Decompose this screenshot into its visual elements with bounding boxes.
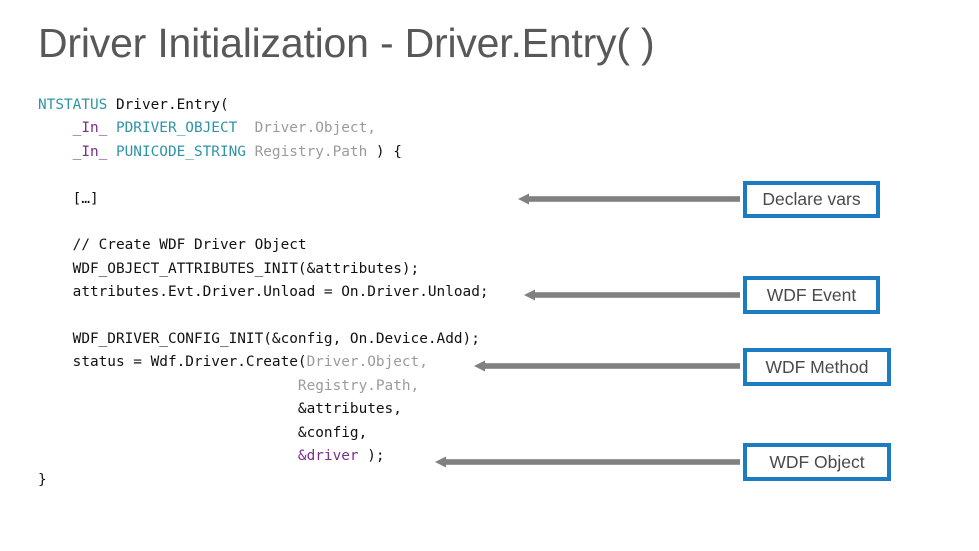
callout-label: WDF Event: [766, 284, 857, 305]
code-token-type: PUNICODE_STRING: [115, 143, 255, 160]
code-token-plain: );: [358, 448, 385, 465]
callout-label: Declare vars: [762, 189, 861, 209]
code-token-type: NTSTATUS: [38, 97, 116, 113]
code-line: status = Wdf.Driver.Create(Driver.Object…: [38, 351, 489, 374]
code-token-plain: status = Wdf.Driver.Create(: [38, 354, 307, 371]
arrow-left-icon-declare-vars: [518, 192, 740, 206]
callout-wdf-method[interactable]: WDF Method: [743, 348, 891, 386]
code-token-annotation: _In_: [72, 143, 116, 160]
code-token-plain: [38, 448, 298, 464]
code-token-plain: [38, 378, 298, 394]
code-token-plain: [38, 144, 73, 160]
code-line: […]: [38, 188, 489, 211]
code-line: &config,: [38, 422, 489, 445]
code-token-plain: WDF_DRIVER_CONFIG_INIT(&config, On.Devic…: [38, 331, 480, 348]
callout-declare-vars[interactable]: Declare vars: [743, 181, 880, 218]
code-token-plain: Driver.Entry(: [115, 97, 229, 113]
callout-label: WDF Method: [765, 356, 869, 377]
code-token-parameter: Registry.Path,: [297, 377, 420, 394]
code-token-plain: [38, 120, 73, 136]
code-line: _In_ PDRIVER_OBJECT Driver.Object,: [38, 117, 489, 140]
code-line: [38, 305, 489, 328]
arrow-left-icon-wdf-event: [524, 288, 740, 302]
code-line: WDF_OBJECT_ATTRIBUTES_INIT(&attributes);: [38, 258, 489, 281]
code-listing: NTSTATUS Driver.Entry( _In_ PDRIVER_OBJE…: [38, 94, 489, 492]
code-line: &driver );: [38, 445, 489, 468]
code-line: attributes.Evt.Driver.Unload = On.Driver…: [38, 281, 489, 304]
code-line: }: [38, 469, 489, 492]
code-token-plain: }: [38, 471, 47, 488]
callout-label: WDF Object: [769, 451, 865, 472]
code-line: NTSTATUS Driver.Entry(: [38, 94, 489, 117]
arrow-left-icon-wdf-method: [474, 359, 740, 373]
code-token-parameter: Driver.Object,: [245, 120, 376, 137]
code-line: // Create WDF Driver Object: [38, 234, 489, 257]
code-line: _In_ PUNICODE_STRING Registry.Path ) {: [38, 141, 489, 164]
code-line: [38, 211, 489, 234]
code-token-annotation: _In_: [72, 120, 116, 137]
code-token-annotation: &driver: [297, 448, 359, 465]
code-token-plain: […]: [38, 190, 99, 207]
code-token-plain: attributes.Evt.Driver.Unload = On.Driver…: [38, 284, 489, 301]
code-token-plain: // Create WDF Driver Object: [38, 237, 307, 254]
arrow-left-icon-wdf-object: [435, 455, 740, 469]
code-token-plain: &attributes,: [38, 401, 402, 418]
page-title: Driver Initialization - Driver.Entry( ): [38, 20, 655, 66]
code-line: WDF_DRIVER_CONFIG_INIT(&config, On.Devic…: [38, 328, 489, 351]
code-line: [38, 164, 489, 187]
code-token-parameter: Registry.Path: [254, 143, 368, 160]
code-token-plain: &config,: [38, 424, 368, 441]
code-token-parameter: Driver.Object,: [306, 354, 428, 371]
callout-wdf-event[interactable]: WDF Event: [743, 276, 880, 314]
code-line: Registry.Path,: [38, 375, 489, 398]
code-token-type: PDRIVER_OBJECT: [115, 120, 246, 137]
code-token-plain: ) {: [367, 143, 402, 160]
code-line: &attributes,: [38, 398, 489, 421]
callout-wdf-object[interactable]: WDF Object: [743, 443, 891, 481]
code-token-plain: WDF_OBJECT_ATTRIBUTES_INIT(&attributes);: [38, 260, 420, 277]
